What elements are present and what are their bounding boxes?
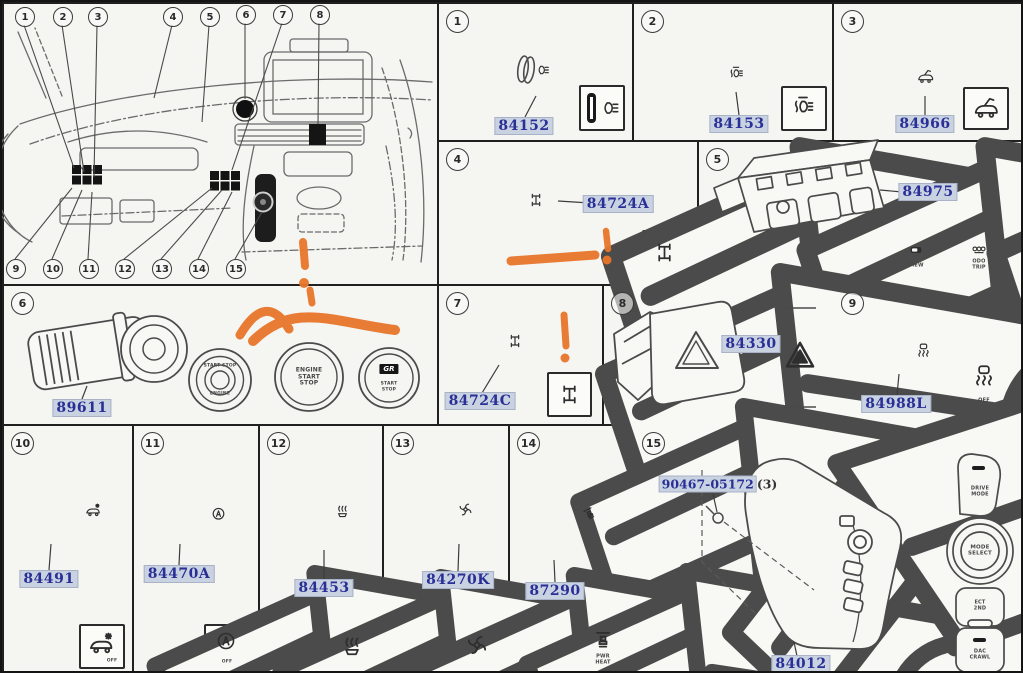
callout-badge: 15 bbox=[226, 259, 246, 279]
part-number-label: 84012 bbox=[771, 655, 831, 671]
dac-crawl-label: DAC CRAWL bbox=[969, 648, 991, 660]
cell-number: 11 bbox=[141, 432, 164, 455]
cell-number: 5 bbox=[706, 148, 729, 171]
clip-part-number-label: 90467-05172(3) bbox=[658, 475, 778, 493]
callout-badge: 4 bbox=[163, 7, 183, 27]
dashboard-panel bbox=[2, 2, 439, 286]
hazard-triangle-icon bbox=[777, 299, 823, 416]
ring-button-top-label: START STOP bbox=[203, 363, 237, 369]
callout-badge: 3 bbox=[88, 7, 108, 27]
cell-number: 15 bbox=[642, 432, 665, 455]
sonar-off-label: OFF bbox=[106, 658, 118, 664]
cell-number: 3 bbox=[841, 10, 864, 33]
mode-select-label: MODE SELECT bbox=[968, 544, 992, 556]
gr-logo: GR bbox=[379, 364, 399, 374]
drive-mode-label: DRIVE MODE bbox=[970, 485, 990, 497]
part-number-label: 89611 bbox=[52, 399, 112, 417]
odo-trip-label: ODO TRIP bbox=[972, 258, 986, 270]
clip-quantity: (3) bbox=[756, 476, 778, 492]
cell-number: 14 bbox=[517, 432, 540, 455]
cell-number: 9 bbox=[841, 292, 864, 315]
headlight-leveling-icon bbox=[579, 85, 625, 131]
clip-part-number: 90467-05172 bbox=[658, 475, 757, 493]
axle-lock-icon-2 bbox=[547, 372, 592, 417]
part-number-label: 84724A bbox=[582, 195, 654, 213]
part-number-label: 84270K bbox=[422, 571, 494, 589]
ect-2nd-label: ECT 2ND bbox=[973, 599, 987, 611]
callout-badge: 6 bbox=[236, 5, 256, 25]
axle-lock-icon bbox=[642, 230, 687, 275]
part-number-label: 84453 bbox=[294, 579, 354, 597]
gr-start-stop-label: START STOP bbox=[380, 381, 398, 393]
fog-light-icon bbox=[781, 86, 827, 131]
cell-number: 1 bbox=[446, 10, 469, 33]
part-number-label: 87290 bbox=[525, 582, 585, 600]
callout-badge: 7 bbox=[273, 5, 293, 25]
cell-number: 13 bbox=[391, 432, 414, 455]
callout-badge: 14 bbox=[189, 259, 209, 279]
vsc-off-label: OFF bbox=[978, 397, 990, 404]
callout-badge: 2 bbox=[53, 7, 73, 27]
callout-badge: 12 bbox=[115, 259, 135, 279]
part-number-label: 84491 bbox=[19, 570, 79, 588]
cell-number: 7 bbox=[446, 292, 469, 315]
ring-button-bottom-label: ENGINE bbox=[209, 391, 231, 397]
cell-number: 10 bbox=[11, 432, 34, 455]
part-number-label: 84153 bbox=[709, 115, 769, 133]
view-button-icon bbox=[888, 241, 946, 274]
callout-badge: 13 bbox=[152, 259, 172, 279]
callout-badge: 11 bbox=[79, 259, 99, 279]
callout-badge: 1 bbox=[15, 7, 35, 27]
part-number-label: 84975 bbox=[898, 183, 958, 201]
part-number-label: 84724C bbox=[444, 392, 516, 410]
part-number-label: 84966 bbox=[895, 115, 955, 133]
fan-pto-icon bbox=[454, 624, 500, 669]
cell-number: 2 bbox=[641, 10, 664, 33]
part-number-label: 84152 bbox=[494, 117, 554, 135]
callout-badge: 10 bbox=[43, 259, 63, 279]
view-label: VIEW bbox=[908, 262, 924, 269]
part-number-label: 84330 bbox=[721, 335, 781, 353]
callout-badge: 5 bbox=[200, 7, 220, 27]
power-back-door-icon bbox=[963, 87, 1009, 130]
a-off-label: OFF bbox=[221, 659, 233, 665]
part-number-label: 84470A bbox=[143, 565, 215, 583]
heater-idle-up-icon bbox=[329, 624, 375, 669]
engine-start-stop-label: ENGINE START STOP bbox=[295, 366, 323, 387]
part-number-label: 84988L bbox=[861, 395, 931, 413]
cell-number: 6 bbox=[11, 292, 34, 315]
cell-number: 8 bbox=[611, 292, 634, 315]
pwr-heat-label: PWR HEAT bbox=[595, 653, 611, 665]
callout-badge: 9 bbox=[6, 259, 26, 279]
cell-number: 4 bbox=[446, 148, 469, 171]
cell-number: 12 bbox=[267, 432, 290, 455]
callout-badge: 8 bbox=[310, 5, 330, 25]
